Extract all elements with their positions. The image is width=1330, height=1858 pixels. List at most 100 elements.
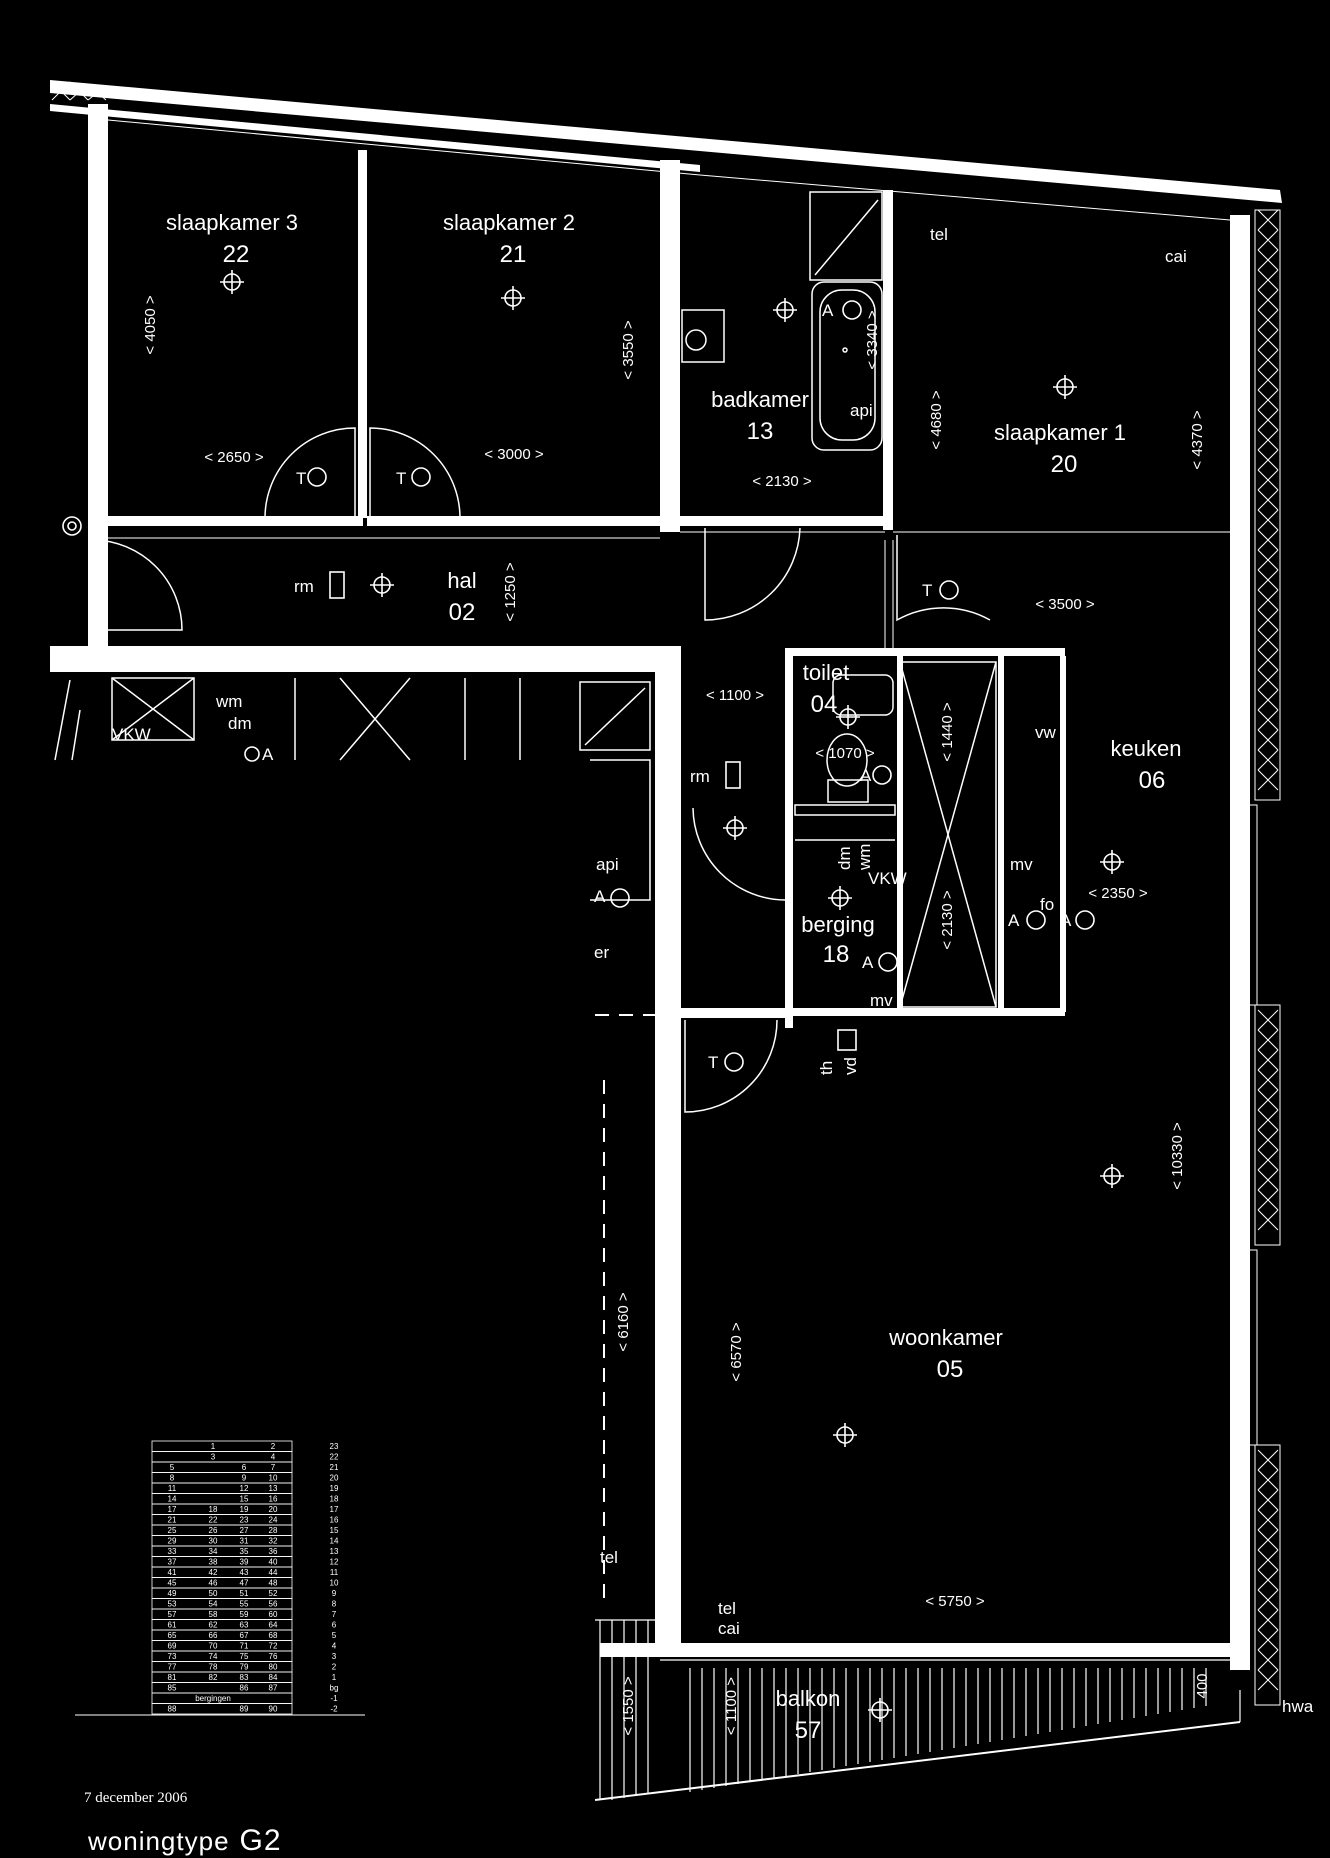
stack-cell: 33 (168, 1547, 177, 1556)
stack-cell: 88 (168, 1705, 177, 1714)
stack-cell: 16 (269, 1495, 278, 1504)
stack-cell: 45 (168, 1579, 177, 1588)
dim-1440: < 1440 > (939, 702, 956, 761)
dim-10330: < 10330 > (1169, 1122, 1186, 1190)
stack-cell: 13 (269, 1484, 278, 1493)
label-rm-2: rm (690, 767, 710, 786)
stack-cell: 58 (209, 1610, 218, 1619)
stack-cell: 11 (168, 1484, 177, 1493)
room-num-slaapkamer1: 20 (1051, 451, 1078, 478)
stack-cell: 1 (211, 1442, 216, 1451)
room-num-woonkamer: 05 (937, 1356, 964, 1383)
stack-cell: 21 (168, 1516, 177, 1525)
stack-cell: 57 (168, 1610, 177, 1619)
stack-cell: 8 (170, 1474, 175, 1483)
dim-2130a: < 2130 > (752, 473, 811, 490)
room-name-toilet: toilet (803, 660, 849, 685)
label-vkw-2: VKW (868, 869, 907, 888)
fixtures (54, 191, 997, 1008)
stack-cell: 49 (168, 1589, 177, 1598)
stack-cell: 34 (209, 1547, 218, 1556)
dim-4370: < 4370 > (1189, 410, 1206, 469)
stack-cell: 44 (269, 1568, 278, 1577)
stack-cell: 52 (269, 1589, 278, 1598)
dim-6160: < 6160 > (615, 1292, 632, 1351)
stack-cell: 6 (242, 1463, 247, 1472)
room-name-woonkamer: woonkamer (888, 1325, 1003, 1350)
stack-floor-number: bg (330, 1684, 339, 1693)
label-wm-2: wm (855, 844, 874, 871)
room-num-slaapkamer3: 22 (223, 241, 250, 268)
room-name-hal: hal (447, 568, 476, 593)
stack-cell: 17 (168, 1505, 177, 1514)
stack-cell: 79 (240, 1663, 249, 1672)
stack-cell: 87 (269, 1684, 278, 1693)
stack-floor-number: 8 (332, 1600, 337, 1609)
label-fo: fo (1040, 895, 1054, 914)
stack-cell: 78 (209, 1663, 218, 1672)
label-A-6: A (594, 887, 606, 906)
stack-cell: 2 (271, 1442, 276, 1451)
stack-cell: 86 (240, 1684, 249, 1693)
stack-cell: 35 (240, 1547, 249, 1556)
stack-cell: bergingen (195, 1694, 231, 1703)
label-A-4: A (1060, 911, 1072, 930)
stack-cell: 48 (269, 1579, 278, 1588)
stack-floor-number: 1 (332, 1673, 337, 1682)
stack-floor-number: 7 (332, 1610, 337, 1619)
stack-cell: 42 (209, 1568, 218, 1577)
label-T-3: T (922, 581, 932, 600)
label-mv-1: mv (1010, 855, 1033, 874)
stack-cell: 19 (240, 1505, 249, 1514)
stack-cell: 63 (240, 1621, 249, 1630)
label-T-2: T (396, 469, 406, 488)
dim-1100a: < 1100 > (706, 687, 764, 704)
dim-1070: < 1070 > (815, 745, 874, 762)
room-num-balkon: 57 (795, 1717, 822, 1744)
label-A-1: A (822, 301, 834, 320)
doors (91, 427, 991, 1113)
stack-cell: 80 (269, 1663, 278, 1672)
label-tel-1: tel (930, 225, 948, 244)
stack-cell: 5 (170, 1463, 175, 1472)
stack-cell: 24 (269, 1516, 278, 1525)
room-num-toilet: 04 (811, 691, 838, 718)
stack-cell: 4 (271, 1453, 276, 1462)
label-vw: vw (1035, 723, 1057, 742)
stack-cell: 70 (209, 1642, 218, 1651)
label-dm-2: dm (835, 846, 854, 870)
stack-cell: 36 (269, 1547, 278, 1556)
stack-cell: 74 (209, 1652, 218, 1661)
stack-cell: 81 (168, 1673, 177, 1682)
stack-row (151, 1703, 293, 1715)
stack-floor-number: 15 (330, 1526, 339, 1535)
stack-cell: 60 (269, 1610, 278, 1619)
stack-cell: 15 (240, 1495, 249, 1504)
dim-1250: < 1250 > (502, 562, 519, 621)
stack-cell: 27 (240, 1526, 249, 1535)
label-A-7: A (262, 745, 274, 764)
stack-cell: 20 (269, 1505, 278, 1514)
stack-cell: 7 (271, 1463, 276, 1472)
stack-cell: 14 (168, 1495, 177, 1504)
dim-6570: < 6570 > (728, 1322, 745, 1381)
stack-cell: 53 (168, 1600, 177, 1609)
label-A-3: A (1008, 911, 1020, 930)
stack-floor-number: 20 (330, 1474, 339, 1483)
balcony-hatch (594, 1619, 1241, 1801)
dimension-labels: < 4050 > < 3550 > < 3340 > < 4680 > < 43… (142, 295, 1211, 1735)
stack-cell: 73 (168, 1652, 177, 1661)
stack-cell: 85 (168, 1684, 177, 1693)
room-name-badkamer: badkamer (711, 387, 809, 412)
stack-cell: 18 (209, 1505, 218, 1514)
stack-floor-number: 3 (332, 1652, 337, 1661)
stack-cell: 55 (240, 1600, 249, 1609)
housing-type-code: G2 (239, 1824, 282, 1857)
stack-cell: 46 (209, 1579, 218, 1588)
stack-floor-number: -1 (330, 1694, 338, 1703)
stack-floor-number: 23 (330, 1442, 339, 1451)
stack-cell: 26 (209, 1526, 218, 1535)
label-wm-1: wm (215, 692, 242, 711)
stack-cell: 77 (168, 1663, 177, 1672)
